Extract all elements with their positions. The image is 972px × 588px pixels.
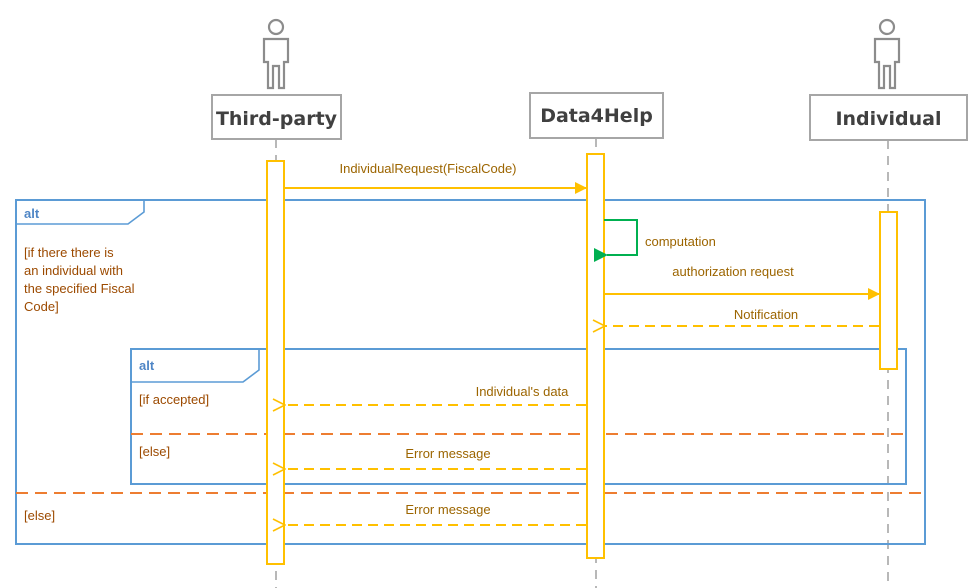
alt-frame-inner-guard: [if accepted] xyxy=(139,392,209,407)
activation-third-party xyxy=(266,160,285,565)
alt-frame-inner-tag: alt xyxy=(139,358,155,373)
actor-icon xyxy=(873,18,901,90)
message-error-inner-label: Error message xyxy=(405,446,490,461)
alt-frame-outer-guard-line-4: Code] xyxy=(24,299,59,314)
activation-individual xyxy=(879,211,898,370)
alt-frame-outer-guard-line-1: [if there there is xyxy=(24,245,114,260)
self-call-computation-label: computation xyxy=(645,234,716,249)
alt-frame-outer: alt [if there there is an individual wit… xyxy=(15,199,926,545)
alt-frame-outer-guard-line-2: an individual with xyxy=(24,263,123,278)
participant-individual: Individual xyxy=(809,94,968,141)
activation-data4help xyxy=(586,153,605,559)
alt-frame-outer-guard-line-3: the specified Fiscal xyxy=(24,281,135,296)
self-call-computation-arrow xyxy=(594,219,638,262)
actor-icon xyxy=(262,18,290,90)
alt-frame-outer-else-guard: [else] xyxy=(24,508,55,523)
message-authorization-request-label: authorization request xyxy=(672,264,794,279)
alt-frame-inner: alt [if accepted] [else] xyxy=(130,348,907,485)
message-error-outer-label: Error message xyxy=(405,502,490,517)
participant-data4help: Data4Help xyxy=(529,92,664,139)
message-individual-request-label: IndividualRequest(FiscalCode) xyxy=(339,161,516,176)
alt-frame-outer-tag: alt xyxy=(24,206,40,221)
participant-data4help-label: Data4Help xyxy=(540,105,653,127)
participant-individual-label: Individual xyxy=(835,108,941,130)
participant-third-party-label: Third-party xyxy=(216,108,338,130)
alt-frame-inner-else-guard: [else] xyxy=(139,444,170,459)
participant-third-party: Third-party xyxy=(211,94,342,140)
message-individuals-data-label: Individual's data xyxy=(476,384,570,399)
message-notification-label: Notification xyxy=(734,307,798,322)
